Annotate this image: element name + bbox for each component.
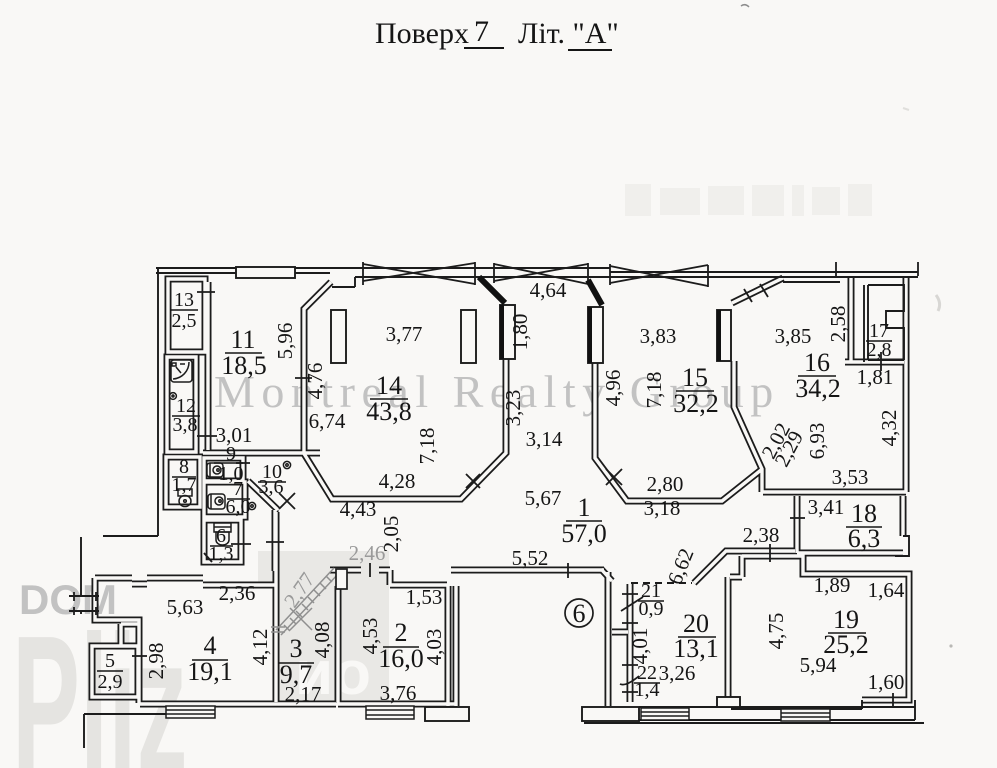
svg-text:2,80: 2,80 bbox=[647, 472, 684, 496]
svg-text:2,05: 2,05 bbox=[379, 516, 403, 553]
svg-text:2,98: 2,98 bbox=[144, 643, 168, 680]
svg-text:9,7: 9,7 bbox=[280, 660, 313, 689]
svg-text:3,76: 3,76 bbox=[380, 681, 417, 705]
svg-text:2: 2 bbox=[395, 618, 408, 647]
svg-text:Літ. "А": Літ. "А" bbox=[518, 17, 619, 50]
svg-text:18,5: 18,5 bbox=[221, 351, 267, 380]
svg-text:4,76: 4,76 bbox=[303, 363, 327, 400]
svg-text:7: 7 bbox=[474, 15, 489, 48]
svg-text:1: 1 bbox=[578, 493, 591, 522]
svg-text:4,53: 4,53 bbox=[358, 618, 382, 655]
svg-text:1,4: 1,4 bbox=[635, 679, 660, 701]
svg-text:18: 18 bbox=[851, 499, 877, 528]
svg-text:4,08: 4,08 bbox=[310, 622, 334, 659]
svg-text:2,36: 2,36 bbox=[219, 581, 256, 605]
svg-text:3,77: 3,77 bbox=[386, 322, 423, 346]
svg-text:Pliz: Pliz bbox=[12, 596, 188, 768]
svg-text:DOM: DOM bbox=[19, 576, 117, 623]
svg-text:4,03: 4,03 bbox=[422, 629, 446, 666]
svg-text:22: 22 bbox=[637, 662, 657, 684]
svg-text:15: 15 bbox=[682, 363, 708, 392]
svg-text:2,46: 2,46 bbox=[349, 541, 386, 565]
svg-text:1,0: 1,0 bbox=[219, 463, 244, 485]
svg-text:3,23: 3,23 bbox=[501, 390, 525, 427]
svg-text:1,80: 1,80 bbox=[508, 314, 532, 351]
svg-text:3,26: 3,26 bbox=[659, 661, 696, 685]
svg-text:4: 4 bbox=[204, 631, 217, 660]
svg-text:4,28: 4,28 bbox=[379, 469, 416, 493]
svg-text:2,17: 2,17 bbox=[285, 682, 322, 706]
svg-text:7,18: 7,18 bbox=[642, 372, 666, 409]
svg-text:1,53: 1,53 bbox=[406, 585, 443, 609]
svg-text:6,0: 6,0 bbox=[226, 496, 251, 518]
svg-text:9: 9 bbox=[226, 443, 236, 465]
svg-text:7,18: 7,18 bbox=[415, 428, 439, 465]
svg-text:6,74: 6,74 bbox=[309, 409, 346, 433]
svg-text:2,5: 2,5 bbox=[172, 310, 197, 332]
svg-text:0,9: 0,9 bbox=[639, 598, 664, 620]
svg-text:1,7: 1,7 bbox=[172, 474, 197, 496]
svg-text:34,2: 34,2 bbox=[795, 374, 841, 403]
svg-text:1,64: 1,64 bbox=[868, 578, 905, 602]
svg-text:1,81: 1,81 bbox=[857, 365, 894, 389]
svg-text:1,3: 1,3 bbox=[209, 543, 234, 565]
svg-text:3,6: 3,6 bbox=[259, 476, 284, 498]
svg-text:4,43: 4,43 bbox=[340, 497, 377, 521]
svg-text:2,58: 2,58 bbox=[826, 306, 850, 343]
svg-text:3,85: 3,85 bbox=[775, 324, 812, 348]
svg-text:13: 13 bbox=[174, 289, 194, 311]
svg-text:3,18: 3,18 bbox=[644, 496, 681, 520]
svg-text:4,01: 4,01 bbox=[628, 628, 652, 665]
svg-text:5,52: 5,52 bbox=[512, 546, 549, 570]
svg-text:57,0: 57,0 bbox=[561, 519, 607, 548]
svg-text:16: 16 bbox=[804, 348, 830, 377]
svg-text:4,12: 4,12 bbox=[248, 629, 272, 666]
svg-text:4,64: 4,64 bbox=[530, 278, 567, 302]
svg-text:1,89: 1,89 bbox=[814, 573, 851, 597]
svg-text:20: 20 bbox=[683, 609, 709, 638]
svg-text:21: 21 bbox=[641, 580, 661, 602]
svg-text:19,1: 19,1 bbox=[187, 657, 233, 686]
svg-text:5: 5 bbox=[105, 650, 115, 672]
svg-text:3: 3 bbox=[290, 634, 303, 663]
svg-text:2,9: 2,9 bbox=[98, 671, 123, 693]
svg-text:5,67: 5,67 bbox=[525, 486, 562, 510]
svg-text:3,41: 3,41 bbox=[808, 495, 845, 519]
svg-text:4,32: 4,32 bbox=[877, 410, 901, 447]
svg-text:17: 17 bbox=[869, 320, 889, 342]
svg-text:ио: ио bbox=[295, 639, 371, 708]
svg-text:1,60: 1,60 bbox=[868, 670, 905, 694]
svg-text:Поверх: Поверх bbox=[375, 17, 469, 50]
svg-text:13,1: 13,1 bbox=[673, 634, 719, 663]
svg-text:3,01: 3,01 bbox=[216, 423, 253, 447]
svg-text:14: 14 bbox=[376, 371, 402, 400]
svg-text:6,3: 6,3 bbox=[848, 524, 881, 553]
svg-text:32,2: 32,2 bbox=[673, 389, 719, 418]
svg-text:3,8: 3,8 bbox=[173, 414, 198, 436]
svg-text:6,93: 6,93 bbox=[805, 423, 829, 460]
svg-text:5,96: 5,96 bbox=[273, 323, 297, 360]
svg-text:6: 6 bbox=[216, 525, 226, 547]
svg-text:4,96: 4,96 bbox=[601, 370, 625, 407]
svg-text:3,14: 3,14 bbox=[526, 427, 563, 451]
svg-text:6: 6 bbox=[573, 599, 586, 628]
svg-text:4,75: 4,75 bbox=[764, 613, 788, 650]
svg-text:3,83: 3,83 bbox=[640, 324, 677, 348]
svg-text:16,0: 16,0 bbox=[378, 644, 424, 673]
svg-text:43,8: 43,8 bbox=[366, 397, 412, 426]
svg-text:12: 12 bbox=[176, 395, 196, 417]
svg-text:8: 8 bbox=[179, 456, 189, 478]
svg-text:3,53: 3,53 bbox=[832, 465, 869, 489]
svg-text:5,94: 5,94 bbox=[800, 653, 837, 677]
svg-text:2,8: 2,8 bbox=[867, 339, 892, 361]
svg-text:19: 19 bbox=[833, 605, 859, 634]
svg-text:10: 10 bbox=[262, 461, 282, 483]
svg-text:5,63: 5,63 bbox=[167, 595, 204, 619]
svg-text:11: 11 bbox=[230, 325, 255, 354]
svg-text:25,2: 25,2 bbox=[823, 630, 869, 659]
svg-text:7: 7 bbox=[233, 478, 243, 500]
svg-text:2,38: 2,38 bbox=[743, 523, 780, 547]
